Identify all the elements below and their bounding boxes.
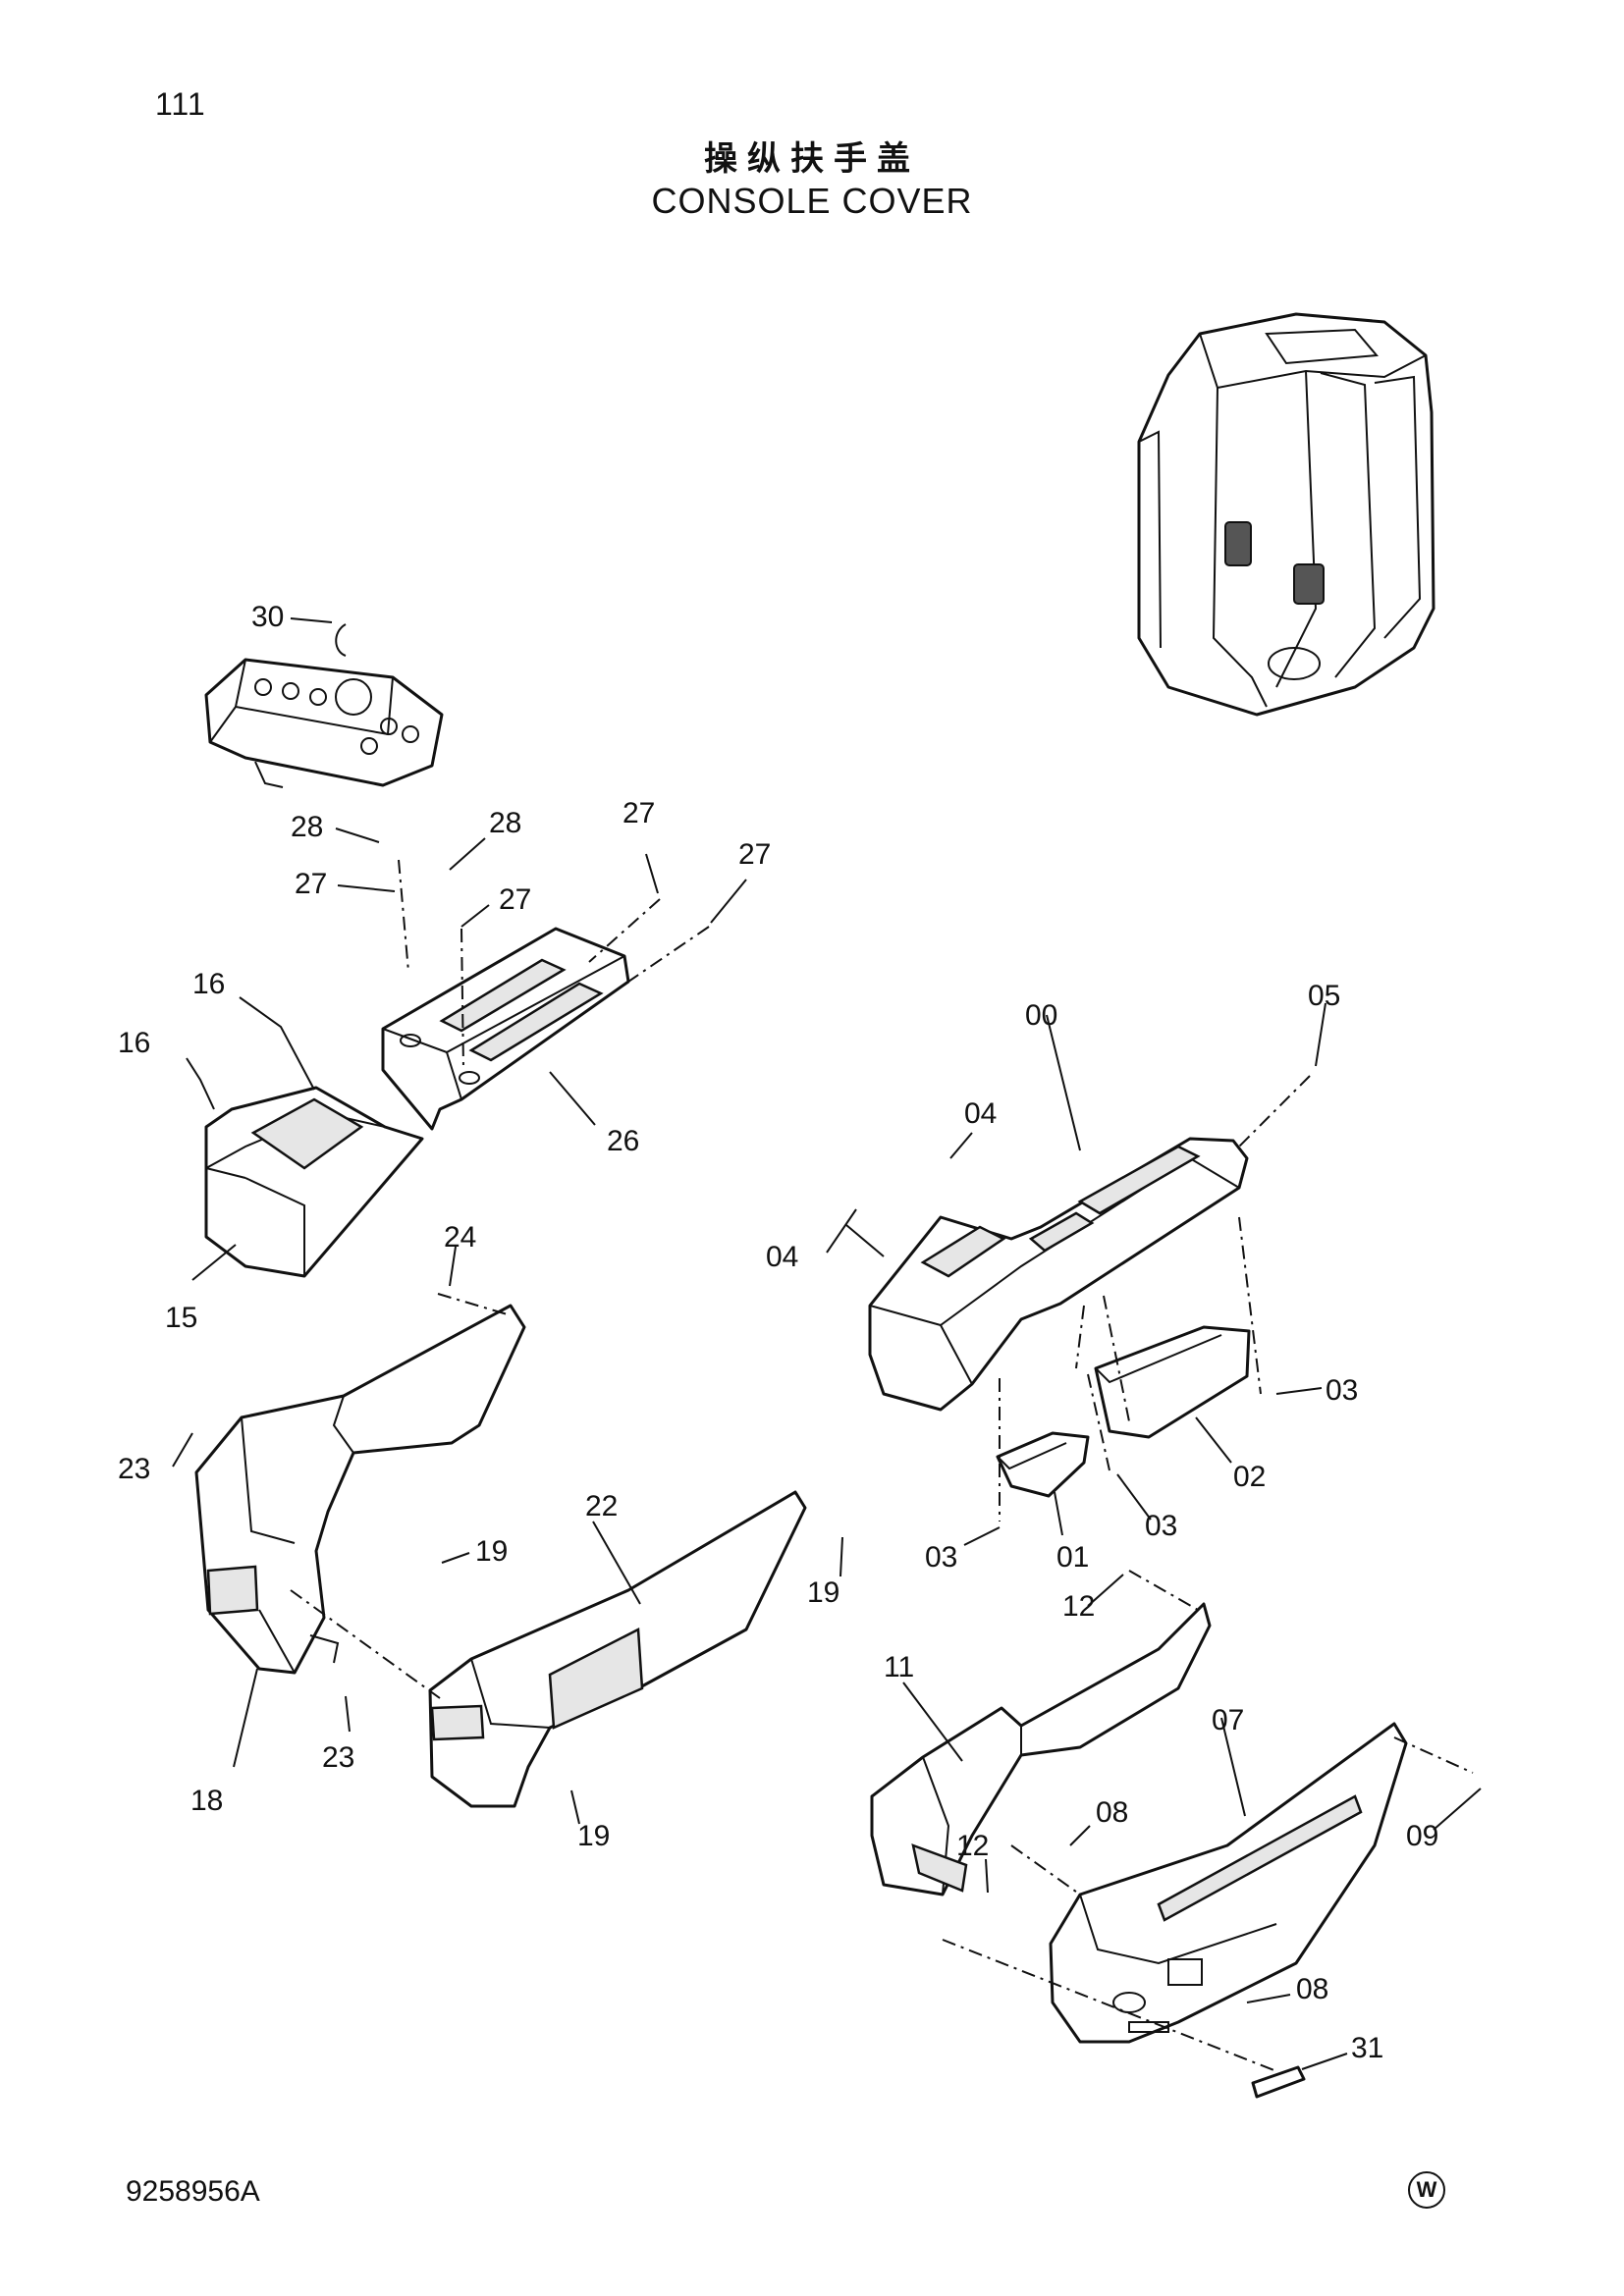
callout-31: 31 [1351,2032,1383,2064]
callout-07: 07 [1212,1704,1244,1736]
callout-30: 30 [251,601,284,633]
callout-15: 15 [165,1302,197,1334]
callout-28-left: 28 [291,811,323,843]
callout-05: 05 [1308,980,1340,1012]
upper-armrest-cover-part [870,1602,1212,1896]
console-top-plate-part [381,927,630,1131]
callout-09: 09 [1406,1820,1438,1852]
lower-side-cover-part [428,1490,807,1808]
callout-12-lower: 12 [956,1830,989,1862]
callout-24: 24 [444,1221,476,1254]
callout-28-right: 28 [489,807,521,839]
callout-27-mid: 27 [499,883,531,916]
front-cover-part [204,1086,424,1278]
monitor-panel-part [204,623,444,788]
title-chinese: 操纵扶手盖 [704,139,920,179]
main-console-part [868,1137,1249,1412]
callout-26: 26 [607,1125,639,1157]
callout-27-top: 27 [623,797,655,829]
storage-tray-parts [996,1325,1251,1498]
callout-19-right: 19 [807,1576,839,1609]
callout-18: 18 [190,1785,223,1817]
callout-labels: 30 28 28 27 27 27 27 16 16 26 15 24 23 2… [118,601,1438,2064]
callout-02: 02 [1233,1461,1266,1493]
callout-27-right: 27 [738,838,771,871]
callout-08-lower: 08 [1296,1973,1328,2005]
callout-27-left: 27 [295,868,327,900]
upper-side-cover-part [194,1304,526,1675]
cab-overview-illustration [1137,312,1435,717]
title-english: CONSOLE COVER [651,181,973,221]
callout-16-left: 16 [118,1027,150,1059]
lower-armrest-cover-part [1049,1722,1408,2044]
callout-22: 22 [585,1490,618,1522]
callout-01: 01 [1056,1541,1089,1574]
callout-00: 00 [1025,999,1057,1032]
callout-04-upper: 04 [964,1097,997,1130]
leader-lines [172,617,1482,2070]
callout-03-left: 03 [925,1541,957,1574]
callout-16-upper: 16 [192,968,225,1000]
brand-logo-mark: W [1408,2171,1445,2209]
callout-03-right: 03 [1326,1374,1358,1407]
callout-23-lower: 23 [322,1741,354,1774]
callout-12-upper: 12 [1062,1590,1095,1623]
label-plate-part [1251,2065,1306,2099]
document-number: 9258956A [126,2175,260,2208]
callout-03-mid: 03 [1145,1510,1177,1542]
callout-04-left: 04 [766,1241,798,1273]
callout-11: 11 [884,1651,914,1683]
callout-23-upper: 23 [118,1453,150,1485]
callout-19-lower: 19 [577,1820,610,1852]
callout-08-upper: 08 [1096,1796,1128,1829]
page-number: 111 [155,86,206,122]
assembly-lines [290,859,1474,2072]
callout-19-upper: 19 [475,1535,508,1568]
